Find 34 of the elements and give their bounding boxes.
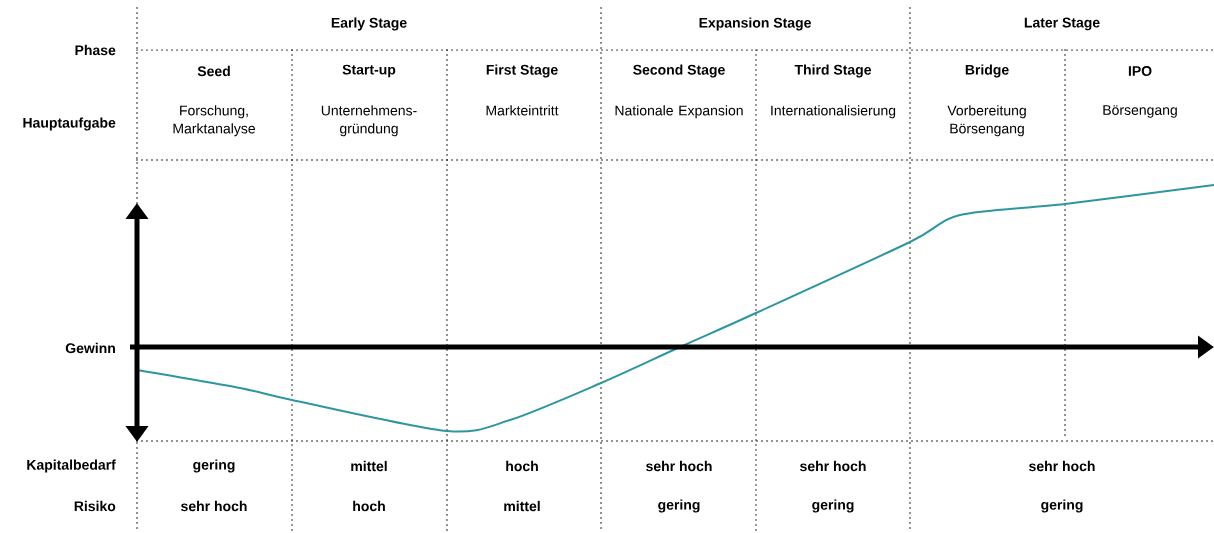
stage-heading: Bridge [965,64,1009,78]
stage-heading: Seed [197,65,230,77]
task-text: Internationalisierung [771,105,896,119]
stage-heading: Early Stage [331,17,407,31]
task-text: Markteintritt [486,105,559,116]
stage-heading: Later Stage [1024,17,1100,31]
task-text: Vorbereitung Börsengang [947,105,1026,137]
rating-text: gering [1041,499,1083,513]
stage-heading: First Stage [486,64,558,78]
rating-text: hoch [506,460,538,472]
stage-heading: Expansion Stage [699,17,811,31]
row-label: Phase [75,44,116,56]
stage-heading: Start-up [342,64,396,78]
rating-text: gering [812,499,854,513]
stage-heading: Second Stage [633,64,725,78]
row-label: Kapitalbedarf [27,459,116,473]
rating-text: sehr hoch [800,460,866,472]
rating-text: sehr hoch [181,500,247,512]
row-label: Gewinn [65,342,115,354]
stage-heading: Third Stage [794,64,872,78]
task-text: Nationale Expansion [615,105,743,119]
task-text: Unternehmens-gründung [321,105,417,137]
task-text: Forschung, Marktanalyse [173,105,255,137]
task-text: Börsengang [1103,105,1177,118]
rating-text: gering [658,499,700,513]
rating-text: mittel [351,460,387,472]
stage-heading: IPO [1128,66,1152,76]
rating-text: mittel [504,500,540,512]
rating-text: gering [193,459,235,473]
rating-text: sehr hoch [1029,460,1095,472]
row-label: Hauptaufgabe [23,117,116,131]
rating-text: sehr hoch [646,460,712,472]
rating-text: hoch [353,500,385,512]
row-label: Risiko [74,500,116,512]
